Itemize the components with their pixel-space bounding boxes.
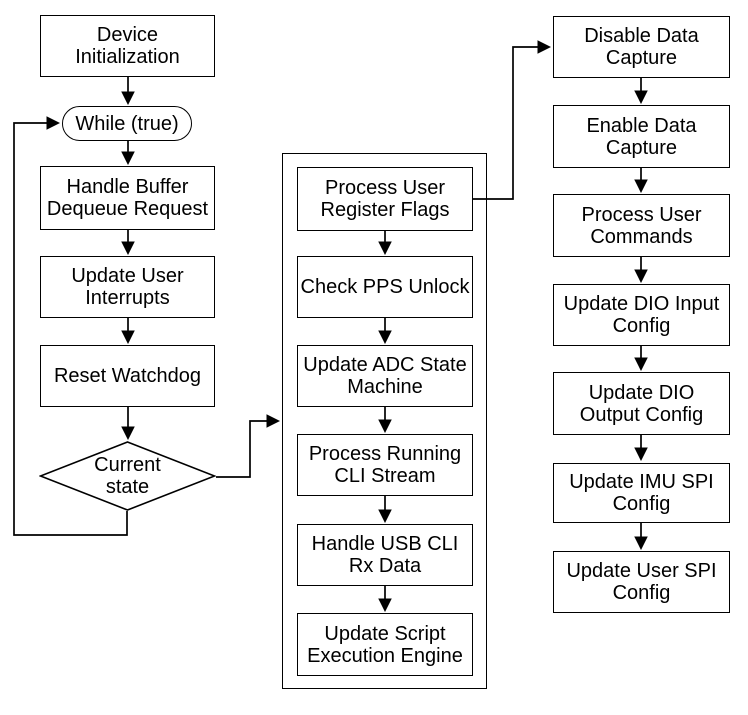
- node-disable-data-capture: Disable Data Capture: [553, 16, 730, 78]
- node-update-script-execution-engine: Update Script Execution Engine: [297, 613, 473, 676]
- node-update-user-interrupts: Update User Interrupts: [40, 256, 215, 318]
- diamond-shape: [39, 441, 216, 511]
- node-handle-buffer-dequeue-request: Handle Buffer Dequeue Request: [40, 166, 215, 230]
- edge-current-state-to-subroutine-panel: [216, 414, 281, 478]
- node-update-imu-spi-config: Update IMU SPI Config: [553, 463, 730, 523]
- node-update-user-spi-config: Update User SPI Config: [553, 551, 730, 613]
- node-enable-data-capture: Enable Data Capture: [553, 105, 730, 168]
- subroutine-panel-outline: [282, 153, 487, 689]
- node-while-true: While (true): [62, 106, 192, 141]
- node-current-state: Current state: [39, 441, 216, 511]
- node-update-adc-state-machine: Update ADC State Machine: [297, 345, 473, 407]
- diamond-label: Current state: [94, 454, 161, 498]
- edge-current-state-loop-to-while-true: [13, 116, 128, 536]
- node-handle-usb-cli-rx-data: Handle USB CLI Rx Data: [297, 524, 473, 586]
- node-process-running-cli-stream: Process Running CLI Stream: [297, 434, 473, 496]
- node-device-initialization: Device Initialization: [40, 15, 215, 77]
- node-reset-watchdog: Reset Watchdog: [40, 345, 215, 407]
- node-process-user-register-flags: Process User Register Flags: [297, 167, 473, 231]
- node-update-dio-input-config: Update DIO Input Config: [553, 284, 730, 346]
- node-check-pps-unlock: Check PPS Unlock: [297, 256, 473, 318]
- node-process-user-commands: Process User Commands: [553, 194, 730, 257]
- edge-register-flags-to-disable-capture: [473, 40, 552, 200]
- node-update-dio-output-config: Update DIO Output Config: [553, 372, 730, 435]
